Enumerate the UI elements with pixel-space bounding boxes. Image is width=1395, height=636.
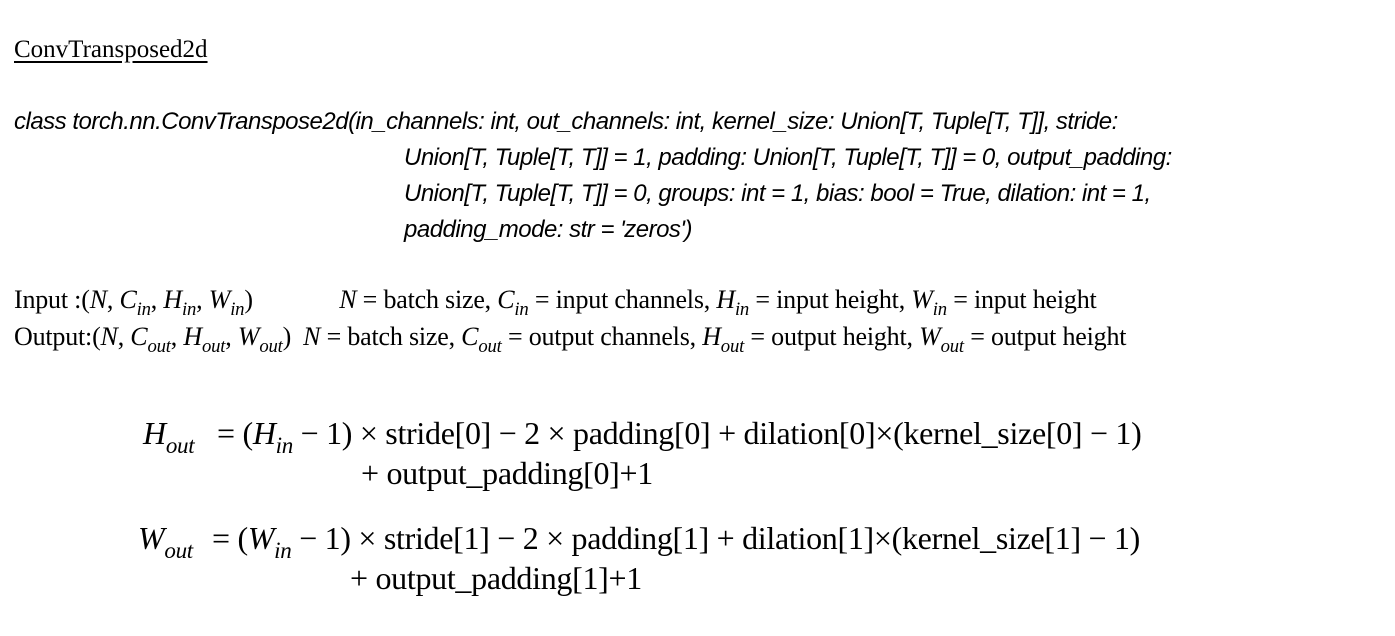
equation-lhs: Hout: [143, 415, 195, 458]
input-shape-row: Input : (N, Cin, Hin, Win) N = batch size…: [14, 285, 1097, 321]
signature-line-1: class torch.nn.ConvTranspose2d(in_channe…: [14, 108, 1118, 135]
equation-continuation: + output_padding[0]+1: [361, 455, 653, 491]
height-out-equation: Hout = (Hin − 1) × stride[0] − 2 × paddi…: [143, 415, 1343, 505]
equation-rhs: = (Win − 1) × stride[1] − 2 × padding[1]…: [212, 520, 1141, 563]
output-shape: (N, Cout, Hout, Wout): [92, 322, 292, 358]
equation-rhs: = (Hin − 1) × stride[0] − 2 × padding[0]…: [217, 415, 1142, 458]
signature-line-4: padding_mode: str = 'zeros'): [404, 216, 693, 243]
class-signature: class torch.nn.ConvTranspose2d(in_channe…: [14, 104, 1384, 248]
page-title: ConvTransposed2d: [14, 36, 208, 63]
input-label: Input :: [14, 285, 82, 314]
signature-line-2: Union[T, Tuple[T, T]] = 1, padding: Unio…: [404, 144, 1172, 171]
output-shape-row: Output: (N, Cout, Hout, Wout) N = batch s…: [14, 322, 1127, 358]
signature-line-3: Union[T, Tuple[T, T]] = 0, groups: int =…: [404, 180, 1151, 207]
width-out-equation: Wout = (Win − 1) × stride[1] − 2 × paddi…: [138, 520, 1338, 610]
equation-lhs: Wout: [138, 520, 193, 563]
output-label: Output:: [14, 322, 93, 351]
input-shape: (N, Cin, Hin, Win): [81, 285, 253, 321]
output-description: N = batch size, Cout = output channels, …: [303, 322, 1127, 358]
input-description: N = batch size, Cin = input channels, Hi…: [339, 285, 1097, 321]
equation-continuation: + output_padding[1]+1: [350, 560, 642, 596]
